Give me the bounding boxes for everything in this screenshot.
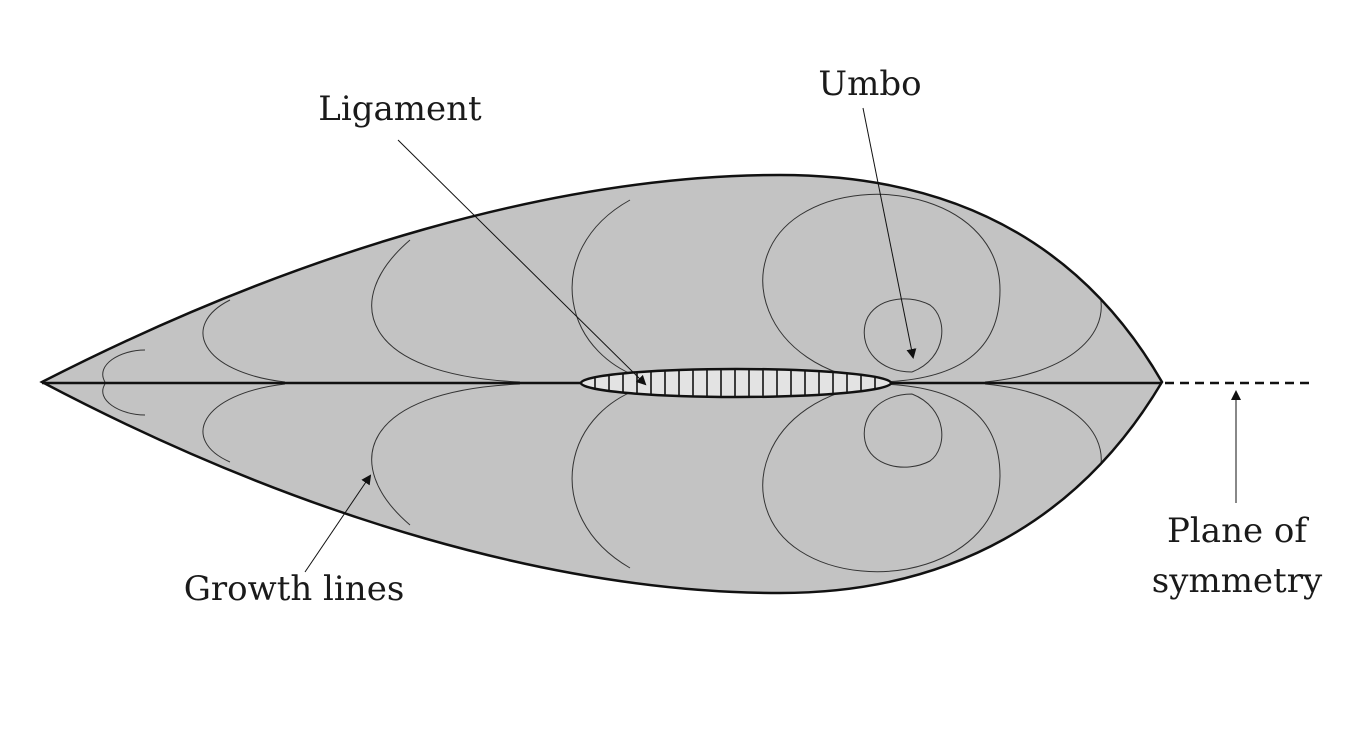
shell-outline-stroke (39, 173, 1164, 595)
growth-lines-leader (304, 474, 372, 573)
growth-line-umbo-upper (863, 298, 943, 373)
growth-line-upper-6 (984, 294, 1102, 383)
growth-line-lower-5 (762, 383, 1001, 573)
growth-line-upper-4 (571, 199, 656, 383)
growth-line-lower-1 (102, 383, 146, 416)
ligament-ellipse (579, 367, 893, 399)
growth-lines-label: Growth lines (184, 569, 405, 609)
plane-of-symmetry-label-line1: Plane of (1167, 511, 1309, 551)
growth-line-lower-4 (571, 383, 656, 569)
growth-line-upper-5 (762, 193, 1001, 383)
ligament-hatching (594, 370, 876, 396)
growth-line-lower-3 (371, 383, 521, 526)
umbo-label: Umbo (818, 64, 921, 104)
ligament-label: Ligament (318, 89, 482, 129)
growth-line-upper-3 (371, 239, 521, 383)
growth-lines (102, 193, 1102, 573)
umbo-leader (862, 107, 917, 359)
ligament-leader (397, 139, 647, 386)
plane-of-symmetry-label-line2: symmetry (1152, 561, 1323, 601)
growth-line-lower-6 (984, 383, 1102, 472)
growth-line-upper-2 (202, 299, 286, 383)
growth-line-lower-2 (202, 383, 286, 463)
growth-line-upper-1 (102, 349, 146, 383)
ligament (579, 367, 893, 399)
growth-line-umbo-lower (863, 393, 943, 468)
